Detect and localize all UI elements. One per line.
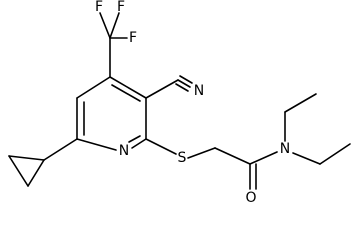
bond-c6-cyclopropyl — [43, 138, 78, 161]
bond-s-ch2 — [187, 147, 216, 159]
atom-label-oxygen: O — [245, 190, 256, 206]
bond-c4-c3-inner — [111, 84, 141, 102]
bond-cyclopropyl-1 — [8, 155, 45, 161]
atom-label-f3: F — [129, 30, 137, 46]
bond-cf3-f2 — [109, 12, 120, 39]
bond-c3-cn — [145, 79, 179, 99]
atom-label-pyridine-n: N — [119, 143, 129, 159]
bond-n-c6 — [76, 138, 117, 151]
bond-n-ethyl-lower — [292, 152, 321, 165]
bond-c2-s — [145, 138, 177, 155]
bond-c4-c3 — [109, 76, 147, 99]
atom-label-f1: F — [95, 0, 103, 15]
molecule-diagram: F F F N N S N O — [8, 0, 351, 206]
atom-label-sulfur: S — [178, 150, 187, 166]
structure-canvas: F F F N N S N O — [8, 0, 351, 206]
bond-ethyl-upper-ch3 — [284, 93, 317, 113]
bond-cf3-f1 — [99, 12, 111, 39]
atom-labels: F F F N N S N O — [95, 0, 290, 206]
atom-label-f2: F — [117, 0, 125, 15]
bond-carbonyl-n — [249, 151, 278, 165]
atom-label-nitrile-n: N — [194, 83, 204, 99]
bond-cn-triple-1 — [177, 79, 191, 88]
bond-cyclopropyl-2 — [8, 155, 29, 187]
bond-cn-triple-2 — [179, 75, 193, 84]
atom-label-amide-n: N — [280, 141, 290, 157]
bond-ethyl-lower-ch3 — [319, 143, 351, 165]
bond-cn-triple-3 — [175, 83, 189, 92]
bond-c2-n-inner — [128, 135, 141, 143]
bonds — [8, 12, 351, 190]
bond-c5-c4 — [76, 76, 111, 99]
bond-c2-n — [131, 138, 147, 149]
bond-ch2-carbonyl — [214, 147, 251, 165]
bond-cyclopropyl-3 — [27, 159, 45, 187]
